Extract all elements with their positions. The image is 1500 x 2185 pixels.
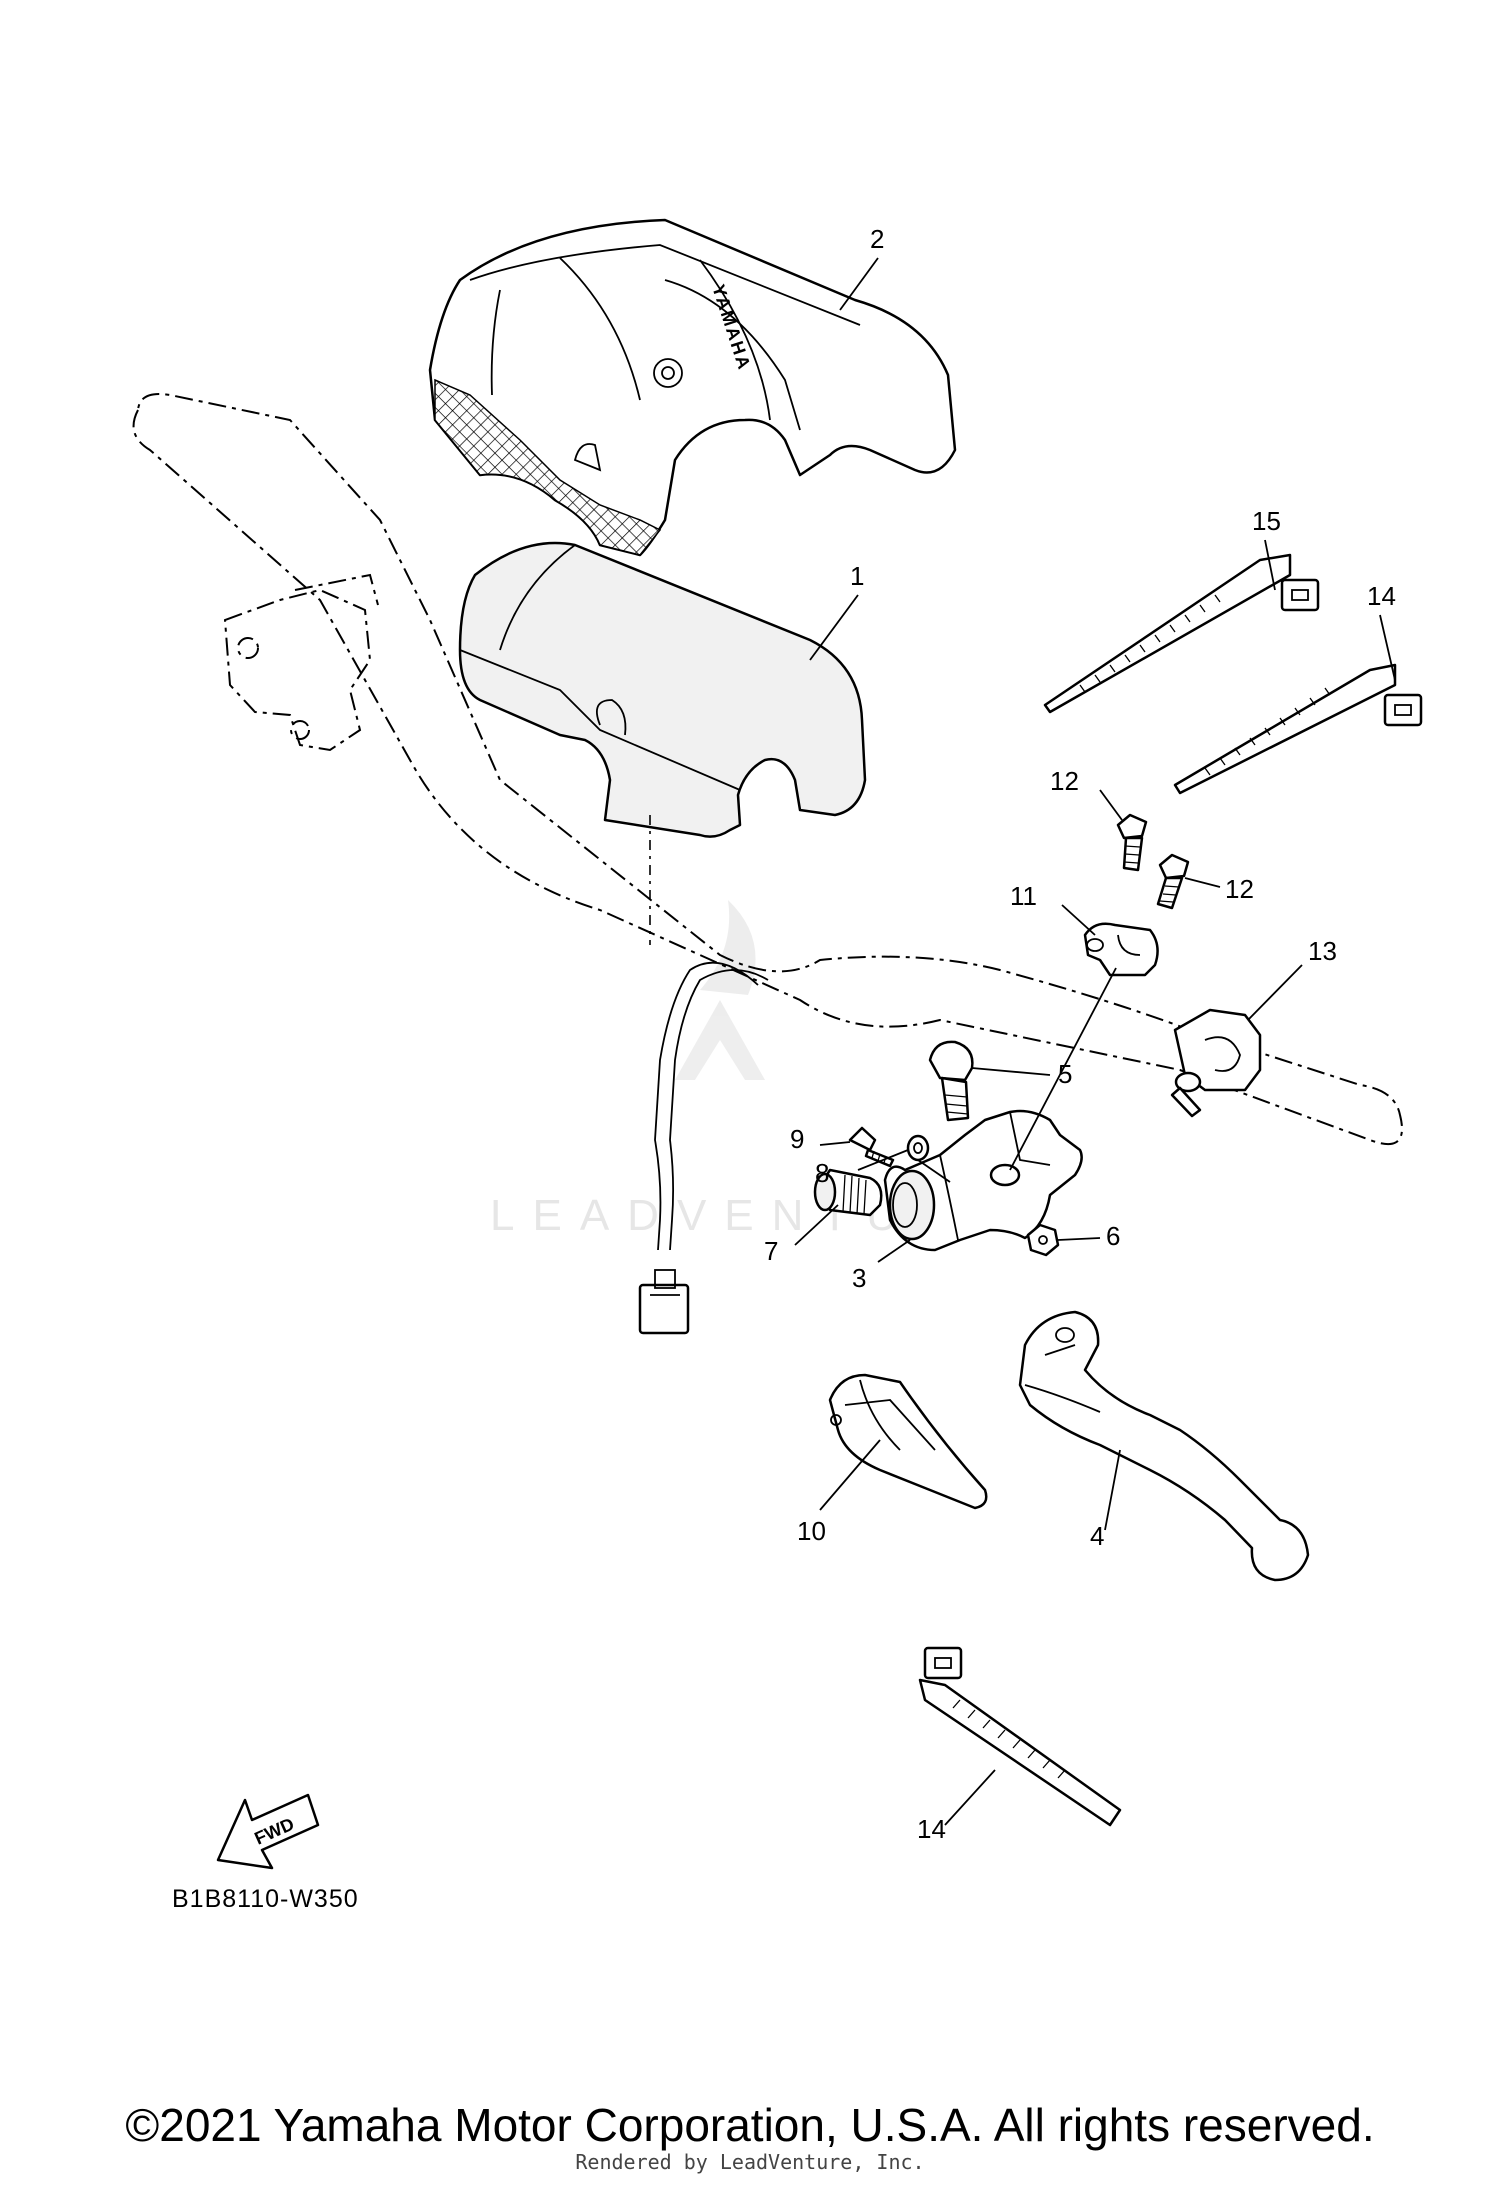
callout-8: 8 [815, 1158, 829, 1188]
callout-3: 3 [852, 1263, 866, 1293]
part-14-cable-tie-lower[interactable] [918, 1646, 1122, 1827]
copyright-notice: ©2021 Yamaha Motor Corporation, U.S.A. A… [125, 2099, 1375, 2151]
callout-6: 6 [1106, 1221, 1120, 1251]
callout-15: 15 [1252, 506, 1281, 536]
callout-14-lower: 14 [917, 1814, 946, 1844]
rendered-by-notice: Rendered by LeadVenture, Inc. [575, 2150, 925, 2174]
callout-9: 9 [790, 1124, 804, 1154]
part-12-bolt-a[interactable] [1116, 813, 1148, 872]
part-3-lever-holder[interactable] [883, 1109, 1083, 1252]
part-5-pivot-bolt[interactable] [928, 1040, 974, 1122]
connector-block [638, 1283, 690, 1335]
part-1-pad-foam[interactable] [458, 541, 867, 838]
diagram-code: B1B8110-W350 [172, 1885, 359, 1913]
part-10-switch-cover[interactable] [828, 1373, 988, 1510]
part-8-collar[interactable] [906, 1134, 930, 1162]
callout-10: 10 [797, 1516, 826, 1546]
fwd-arrow-icon: FWD [216, 1793, 320, 1870]
callout-11: 11 [1010, 881, 1037, 911]
part-9-bolt[interactable] [848, 1126, 895, 1168]
part-15-cable-tie[interactable] [1043, 553, 1320, 714]
part-6-nut[interactable] [1026, 1223, 1060, 1257]
part-2-pad-cover[interactable]: YAMAHA [428, 218, 957, 557]
part-12-bolt-b[interactable] [1156, 853, 1190, 910]
callout-1: 1 [850, 561, 864, 591]
callout-12-b: 12 [1225, 874, 1254, 904]
leader-lines [794, 257, 1396, 1826]
part-4-clutch-lever[interactable] [1018, 1310, 1310, 1582]
callout-14-upper: 14 [1367, 581, 1396, 611]
callout-4: 4 [1090, 1521, 1104, 1551]
callout-5: 5 [1058, 1059, 1072, 1089]
handlebar-phantom [132, 393, 1403, 1145]
callout-12-a: 12 [1050, 766, 1079, 796]
part-13-hot-start-clamp[interactable] [1170, 1008, 1262, 1118]
clutch-switch-lead [638, 961, 769, 1335]
callout-numbers: 2 1 15 14 12 12 11 13 5 9 8 6 7 3 10 4 1… [764, 224, 1396, 1844]
callout-7: 7 [764, 1236, 778, 1266]
part-14-cable-tie-upper[interactable] [1173, 663, 1423, 795]
callout-13: 13 [1308, 936, 1337, 966]
part-7-adjuster[interactable] [813, 1168, 883, 1217]
callout-2: 2 [870, 224, 884, 254]
part-11-clamp[interactable] [1083, 922, 1159, 977]
